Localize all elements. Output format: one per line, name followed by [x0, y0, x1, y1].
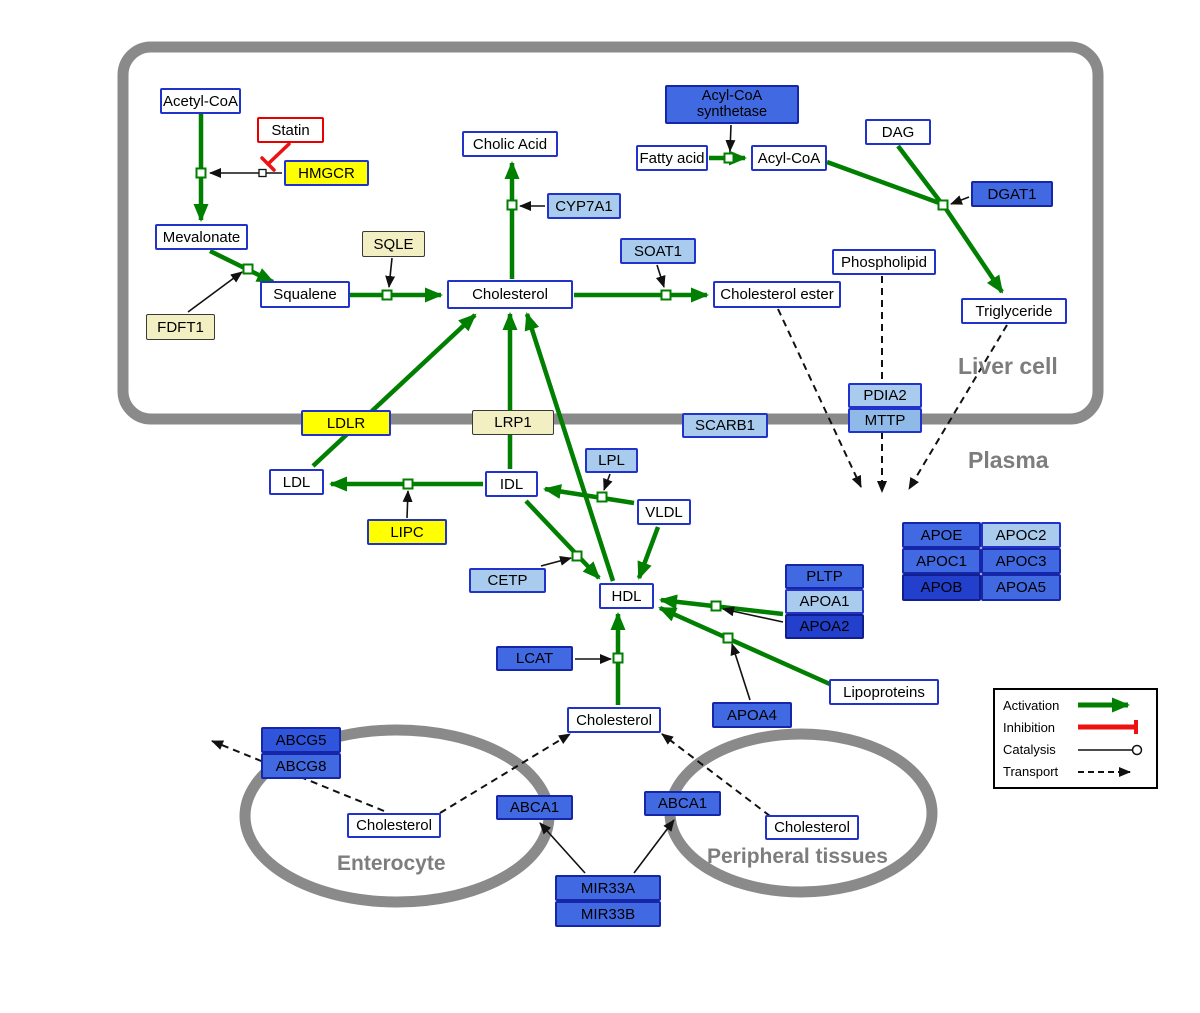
inhibition-edge — [260, 142, 291, 172]
node-apoe[interactable]: APOE — [902, 522, 981, 548]
node-apoc2[interactable]: APOC2 — [981, 522, 1061, 548]
node-abcg8[interactable]: ABCG8 — [261, 753, 341, 779]
node-soat1[interactable]: SOAT1 — [620, 238, 696, 264]
node-sqle[interactable]: SQLE — [362, 231, 425, 257]
node-cholesterol-ester[interactable]: Cholesterol ester — [713, 281, 841, 308]
node-dag[interactable]: DAG — [865, 119, 931, 145]
node-abca1-enterocyte[interactable]: ABCA1 — [496, 795, 573, 820]
node-cholesterol-liver[interactable]: Cholesterol — [447, 280, 573, 309]
node-cetp[interactable]: CETP — [469, 568, 546, 593]
catalysis-circle-icon — [1078, 744, 1143, 755]
node-fatty-acid[interactable]: Fatty acid — [636, 145, 708, 171]
liver-cell-membrane — [117, 41, 1104, 425]
legend-row-catalysis: Catalysis — [1003, 740, 1148, 760]
node-lrp1[interactable]: LRP1 — [472, 410, 554, 435]
node-apoa5[interactable]: APOA5 — [981, 574, 1061, 601]
node-hmgcr[interactable]: HMGCR — [284, 160, 369, 186]
node-cholesterol-peripheral[interactable]: Cholesterol — [765, 815, 859, 840]
legend-row-inhibition: Inhibition — [1003, 717, 1148, 737]
enterocyte-label: Enterocyte — [337, 852, 446, 875]
node-phospholipid[interactable]: Phospholipid — [832, 249, 936, 275]
node-fdft1[interactable]: FDFT1 — [146, 314, 215, 340]
node-lipc[interactable]: LIPC — [367, 519, 447, 545]
node-mttp[interactable]: MTTP — [848, 408, 922, 433]
node-cyp7a1[interactable]: CYP7A1 — [547, 193, 621, 219]
legend-catalysis-label: Catalysis — [1003, 742, 1056, 758]
activation-edges — [193, 114, 1004, 705]
node-apoa1[interactable]: APOA1 — [785, 589, 864, 614]
node-hdl[interactable]: HDL — [599, 583, 654, 609]
legend-row-activation: Activation — [1003, 695, 1148, 715]
node-scarb1[interactable]: SCARB1 — [682, 413, 768, 438]
node-abcg5[interactable]: ABCG5 — [261, 727, 341, 753]
node-cholesterol-plasma[interactable]: Cholesterol — [567, 707, 661, 733]
node-lcat[interactable]: LCAT — [496, 646, 573, 671]
liver-cell-label: Liver cell — [958, 353, 1058, 379]
node-apoc1[interactable]: APOC1 — [902, 548, 981, 574]
node-vldl[interactable]: VLDL — [637, 499, 691, 525]
node-pdia2[interactable]: PDIA2 — [848, 383, 922, 408]
node-mir33a[interactable]: MIR33A — [555, 875, 661, 901]
node-ldl[interactable]: LDL — [269, 469, 324, 495]
catalysis-edges — [187, 124, 970, 874]
node-idl[interactable]: IDL — [485, 471, 538, 497]
node-acyl-coa-synthetase[interactable]: Acyl-CoA synthetase — [665, 85, 799, 124]
node-lpl[interactable]: LPL — [585, 448, 638, 473]
node-dgat1[interactable]: DGAT1 — [971, 181, 1053, 207]
node-lipoproteins[interactable]: Lipoproteins — [829, 679, 939, 705]
node-abca1-peripheral[interactable]: ABCA1 — [644, 791, 721, 816]
node-cholesterol-enterocyte[interactable]: Cholesterol — [347, 813, 441, 838]
activation-arrow-icon — [1078, 697, 1130, 713]
legend-transport-label: Transport — [1003, 764, 1059, 780]
peripheral-tissues-label: Peripheral tissues — [707, 845, 888, 868]
node-mir33b[interactable]: MIR33B — [555, 901, 661, 927]
node-pltp[interactable]: PLTP — [785, 564, 864, 589]
reaction-nodes — [195, 152, 949, 664]
legend: Activation Inhibition Catalysis Transpor… — [993, 688, 1158, 789]
node-ldlr[interactable]: LDLR — [301, 410, 391, 436]
node-cholic-acid[interactable]: Cholic Acid — [462, 131, 558, 157]
node-mevalonate[interactable]: Mevalonate — [155, 224, 248, 250]
inhibition-tbar-icon — [1078, 720, 1138, 735]
node-apoa4[interactable]: APOA4 — [712, 702, 792, 728]
legend-row-transport: Transport — [1003, 762, 1148, 782]
node-apob[interactable]: APOB — [902, 574, 981, 601]
node-apoa2[interactable]: APOA2 — [785, 614, 864, 639]
node-squalene[interactable]: Squalene — [260, 281, 350, 308]
node-triglyceride[interactable]: Triglyceride — [961, 298, 1067, 324]
legend-activation-label: Activation — [1003, 697, 1060, 713]
legend-inhibition-label: Inhibition — [1003, 719, 1056, 735]
transport-dashed-arrow-icon — [1078, 766, 1131, 777]
node-acetyl-coa[interactable]: Acetyl-CoA — [160, 88, 241, 114]
plasma-label: Plasma — [968, 447, 1049, 473]
node-apoc3[interactable]: APOC3 — [981, 548, 1061, 574]
node-statin[interactable]: Statin — [257, 117, 324, 143]
node-acyl-coa[interactable]: Acyl-CoA — [751, 145, 827, 171]
